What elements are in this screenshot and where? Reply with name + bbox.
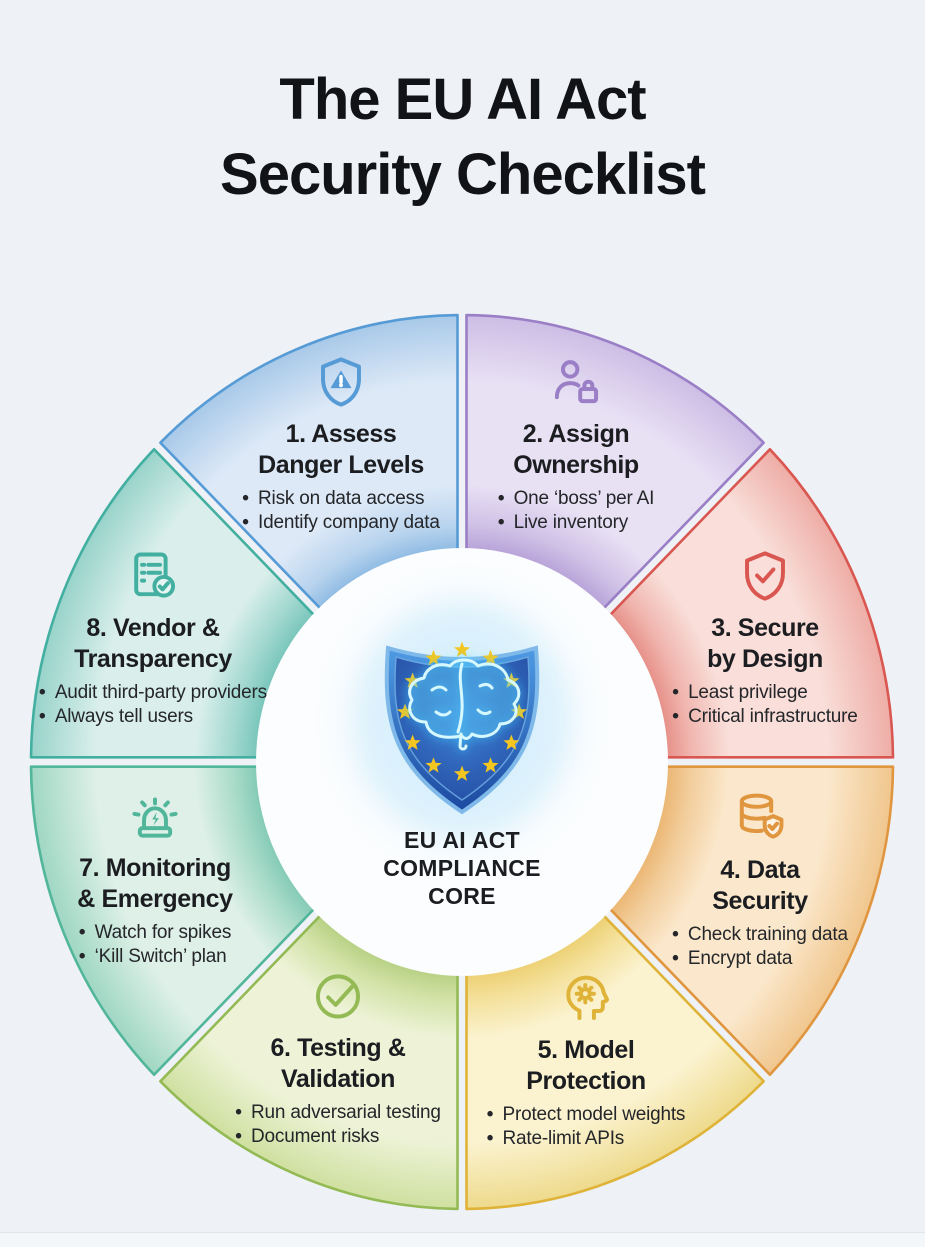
segment-title: 2. Assign Ownership xyxy=(513,420,639,479)
bullet: ‘Kill Switch’ plan xyxy=(79,945,231,969)
bullet: One ‘boss’ per AI xyxy=(498,487,655,511)
segment-title: 8. Vendor & Transparency xyxy=(74,614,232,673)
segment-testing-validation: 6. Testing & Validation Run adversarial … xyxy=(210,968,466,1150)
segment-title: 3. Secure by Design xyxy=(707,614,823,673)
eu-star xyxy=(404,672,421,688)
bullet: Audit third-party providers xyxy=(39,681,267,705)
check-circle-icon xyxy=(310,968,366,1024)
core-label: EU AI ACT COMPLIANCE CORE xyxy=(383,827,541,910)
eu-star xyxy=(453,641,471,657)
segment-bullets: Protect model weights Rate-limit APIs xyxy=(487,1103,686,1152)
segment-bullets: Watch for spikes ‘Kill Switch’ plan xyxy=(79,921,232,970)
eu-star xyxy=(425,757,442,773)
eu-star xyxy=(453,765,471,781)
segment-bullets: Run adversarial testing Document risks xyxy=(235,1101,441,1150)
eu-shield-brain-icon xyxy=(384,641,540,815)
user-lock-icon xyxy=(547,354,605,410)
center-core xyxy=(256,548,668,976)
page-title: The EU AI Act Security Checklist xyxy=(220,67,706,208)
segment-bullets: Risk on data access Identify company dat… xyxy=(242,487,440,536)
eu-star xyxy=(425,649,442,666)
segment-bullets: Check training data Encrypt data xyxy=(672,923,848,972)
brain-icon xyxy=(408,658,521,751)
bullet: Protect model weights xyxy=(487,1103,686,1127)
bullet: Always tell users xyxy=(39,705,267,729)
segment-bullets: Audit third-party providers Always tell … xyxy=(39,681,267,730)
bullet: Rate-limit APIs xyxy=(487,1127,686,1151)
segment-title: 1. Assess Danger Levels xyxy=(258,420,424,479)
shield-check-icon xyxy=(737,548,793,604)
database-shield-icon xyxy=(731,790,789,846)
bullet: Critical infrastructure xyxy=(672,705,858,729)
bottom-strip xyxy=(0,1232,925,1247)
bullet: Live inventory xyxy=(498,511,654,535)
bullet: Run adversarial testing xyxy=(235,1101,441,1125)
segment-model-protection: 5. Model Protection Protect model weight… xyxy=(460,968,712,1152)
checklist-icon xyxy=(125,548,181,604)
bullet: Watch for spikes xyxy=(79,921,232,945)
head-gear-icon xyxy=(558,968,614,1026)
bullet: Check training data xyxy=(672,923,848,947)
shield-alert-icon xyxy=(313,354,369,410)
siren-icon xyxy=(124,788,186,844)
segment-bullets: Least privilege Critical infrastructure xyxy=(672,681,858,730)
segment-assess-danger-levels: 1. Assess Danger Levels Risk on data acc… xyxy=(219,354,463,536)
bullet: Encrypt data xyxy=(672,947,848,971)
eu-star xyxy=(482,757,499,773)
segment-title: 5. Model Protection xyxy=(526,1036,646,1095)
bullet: Risk on data access xyxy=(242,487,439,511)
bullet: Least privilege xyxy=(672,681,857,705)
eu-star xyxy=(503,734,520,750)
eu-star xyxy=(404,734,421,750)
bullet: Identify company data xyxy=(242,511,440,535)
segment-secure-by-design: 3. Secure by Design Least privilege Crit… xyxy=(643,548,887,730)
segment-data-security: 4. Data Security Check training data Enc… xyxy=(640,790,880,972)
segment-vendor-transparency: 8. Vendor & Transparency Audit third-par… xyxy=(27,548,279,730)
eu-star xyxy=(482,649,499,666)
segment-title: 6. Testing & Validation xyxy=(270,1034,406,1093)
segment-assign-ownership: 2. Assign Ownership One ‘boss’ per AI Li… xyxy=(454,354,698,536)
segment-title: 4. Data Security xyxy=(712,856,808,915)
segment-monitoring-emergency: 7. Monitoring & Emergency Watch for spik… xyxy=(29,788,281,970)
segment-title: 7. Monitoring & Emergency xyxy=(77,854,233,913)
eu-star xyxy=(510,703,528,719)
segment-bullets: One ‘boss’ per AI Live inventory xyxy=(498,487,655,536)
bullet: Document risks xyxy=(235,1125,441,1149)
eu-star xyxy=(396,703,414,719)
